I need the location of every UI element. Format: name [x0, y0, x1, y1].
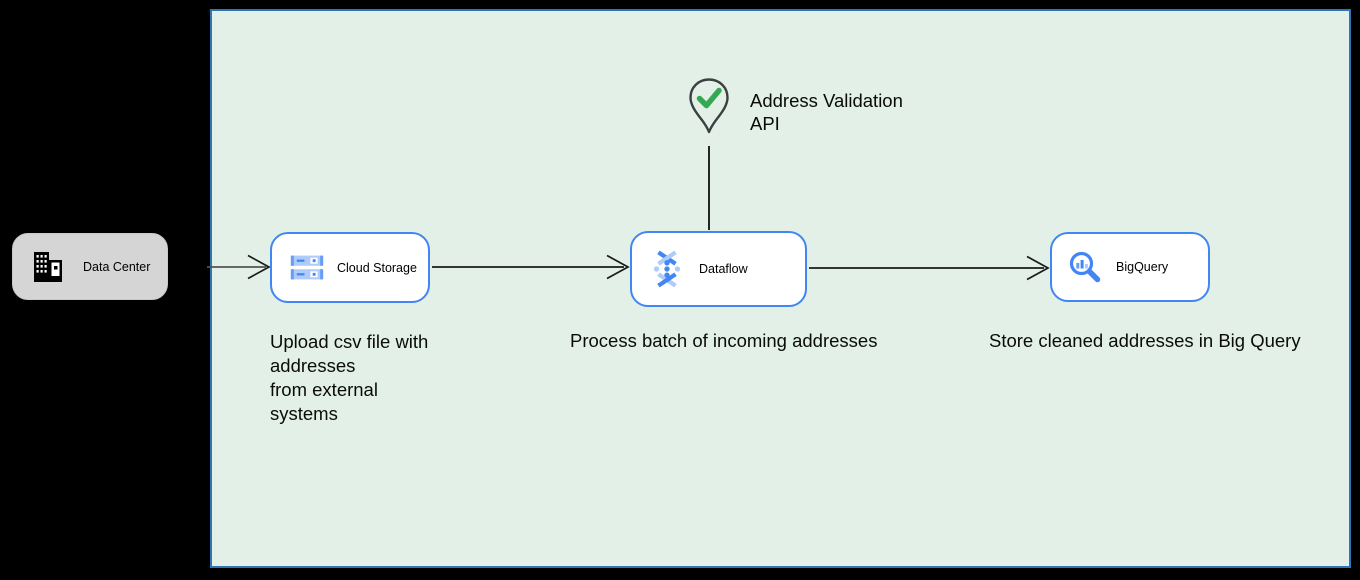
- pin-outline: [689, 78, 729, 134]
- dataflow-icon: [653, 250, 681, 288]
- dataflow-node[interactable]: Dataflow: [630, 231, 807, 307]
- caption-store-cleaned: Store cleaned addresses in Big Query: [989, 330, 1301, 351]
- bigquery-icon: [1069, 251, 1101, 283]
- bigquery-label: BigQuery: [1116, 260, 1169, 274]
- data-center-node[interactable]: Data Center: [12, 233, 168, 300]
- map-pin-check-icon: [689, 78, 729, 134]
- caption-process-batch: Process batch of incoming addresses: [570, 330, 878, 351]
- caption-upload-csv: Upload csv file with addresses from exte…: [270, 331, 429, 424]
- bigquery-node[interactable]: BigQuery: [1050, 232, 1210, 302]
- cloud-storage-node[interactable]: Cloud Storage: [270, 232, 430, 303]
- building-icon: [34, 251, 62, 282]
- address-validation-api-label: Address Validation API: [750, 90, 903, 134]
- cloud-storage-label: Cloud Storage: [337, 260, 417, 275]
- data-center-label: Data Center: [83, 259, 151, 274]
- checkmark-icon: [696, 87, 722, 109]
- cloud-storage-icon: [290, 255, 324, 280]
- dataflow-label: Dataflow: [699, 262, 748, 276]
